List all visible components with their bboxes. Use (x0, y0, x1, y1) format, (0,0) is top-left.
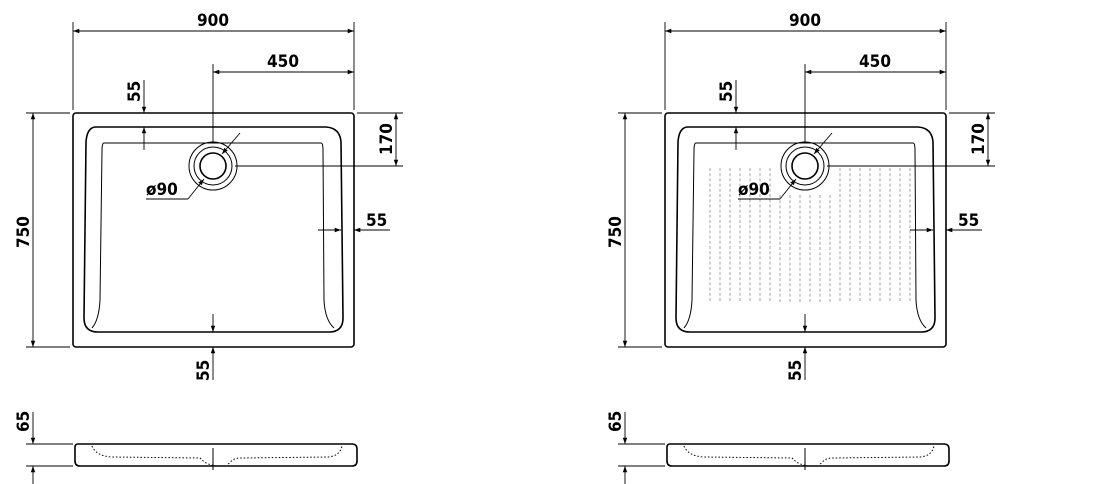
dim-waste-diameter-label: ø90 (146, 180, 178, 200)
dim-waste-depth: 170 (827, 112, 995, 167)
dim-waste-offset: 450 (804, 52, 946, 142)
waste-outlet-ring (785, 146, 825, 186)
drawing-plain-tray: 900 450 55 170 ø90 (14, 11, 403, 484)
dim-height-label: 65 (606, 411, 626, 432)
dim-width-label: 900 (197, 11, 229, 31)
tray-inner-basin (675, 126, 936, 333)
dim-waste-offset-label: 450 (267, 52, 299, 72)
basin-floor-edge (683, 142, 927, 329)
dim-bottom-rim-label: 55 (786, 360, 806, 381)
dim-top-rim-label: 55 (125, 81, 145, 102)
dim-height: 65 (606, 411, 665, 484)
dim-side-rim: 55 (910, 211, 982, 233)
basin-hidden-line (683, 445, 935, 467)
dim-width: 900 (72, 11, 355, 110)
dim-height: 65 (14, 411, 73, 484)
waste-outlet (188, 141, 238, 191)
dim-length-label: 750 (14, 216, 34, 248)
dim-side-rim-label: 55 (366, 211, 387, 231)
basin-floor-edge (91, 142, 335, 329)
dim-top-rim: 55 (125, 80, 147, 150)
dim-waste-diameter: ø90 (738, 132, 833, 200)
dim-width: 900 (664, 11, 947, 110)
dim-bottom-rim: 55 (194, 314, 216, 381)
tray-outer-rim (72, 112, 355, 348)
waste-outlet-hole (199, 152, 227, 180)
dim-waste-depth: 170 (235, 112, 403, 167)
anti-slip-ribs (709, 168, 911, 303)
tray-side-profile (74, 443, 358, 467)
dim-length: 750 (606, 112, 662, 348)
tray-side-profile (666, 443, 950, 467)
dim-bottom-rim: 55 (786, 314, 808, 381)
tray-inner-basin (83, 126, 344, 333)
dim-waste-depth-label: 170 (969, 123, 989, 155)
dim-height-label: 65 (14, 411, 34, 432)
drawing-textured-tray: 900 450 55 170 ø90 55 (606, 11, 995, 484)
dim-width-label: 900 (789, 11, 821, 31)
basin-hidden-line (91, 445, 343, 467)
waste-outlet (780, 141, 830, 191)
waste-outlet-hole (791, 152, 819, 180)
dim-length-label: 750 (606, 216, 626, 248)
dim-waste-offset: 450 (212, 52, 354, 142)
dim-bottom-rim-label: 55 (194, 360, 214, 381)
plan-view (664, 112, 947, 348)
side-view (666, 443, 950, 470)
tray-outer-rim (664, 112, 947, 348)
dim-waste-diameter: ø90 (146, 132, 241, 200)
dim-waste-diameter-label: ø90 (738, 180, 770, 200)
waste-outlet-ring (193, 146, 233, 186)
dim-side-rim-label: 55 (958, 211, 979, 231)
side-view (74, 443, 358, 470)
dim-side-rim: 55 (318, 211, 390, 233)
dim-length: 750 (14, 112, 70, 348)
dim-top-rim: 55 (717, 80, 739, 150)
dim-top-rim-label: 55 (717, 81, 737, 102)
dim-waste-offset-label: 450 (859, 52, 891, 72)
dim-waste-depth-label: 170 (377, 123, 397, 155)
plan-view (72, 112, 355, 348)
